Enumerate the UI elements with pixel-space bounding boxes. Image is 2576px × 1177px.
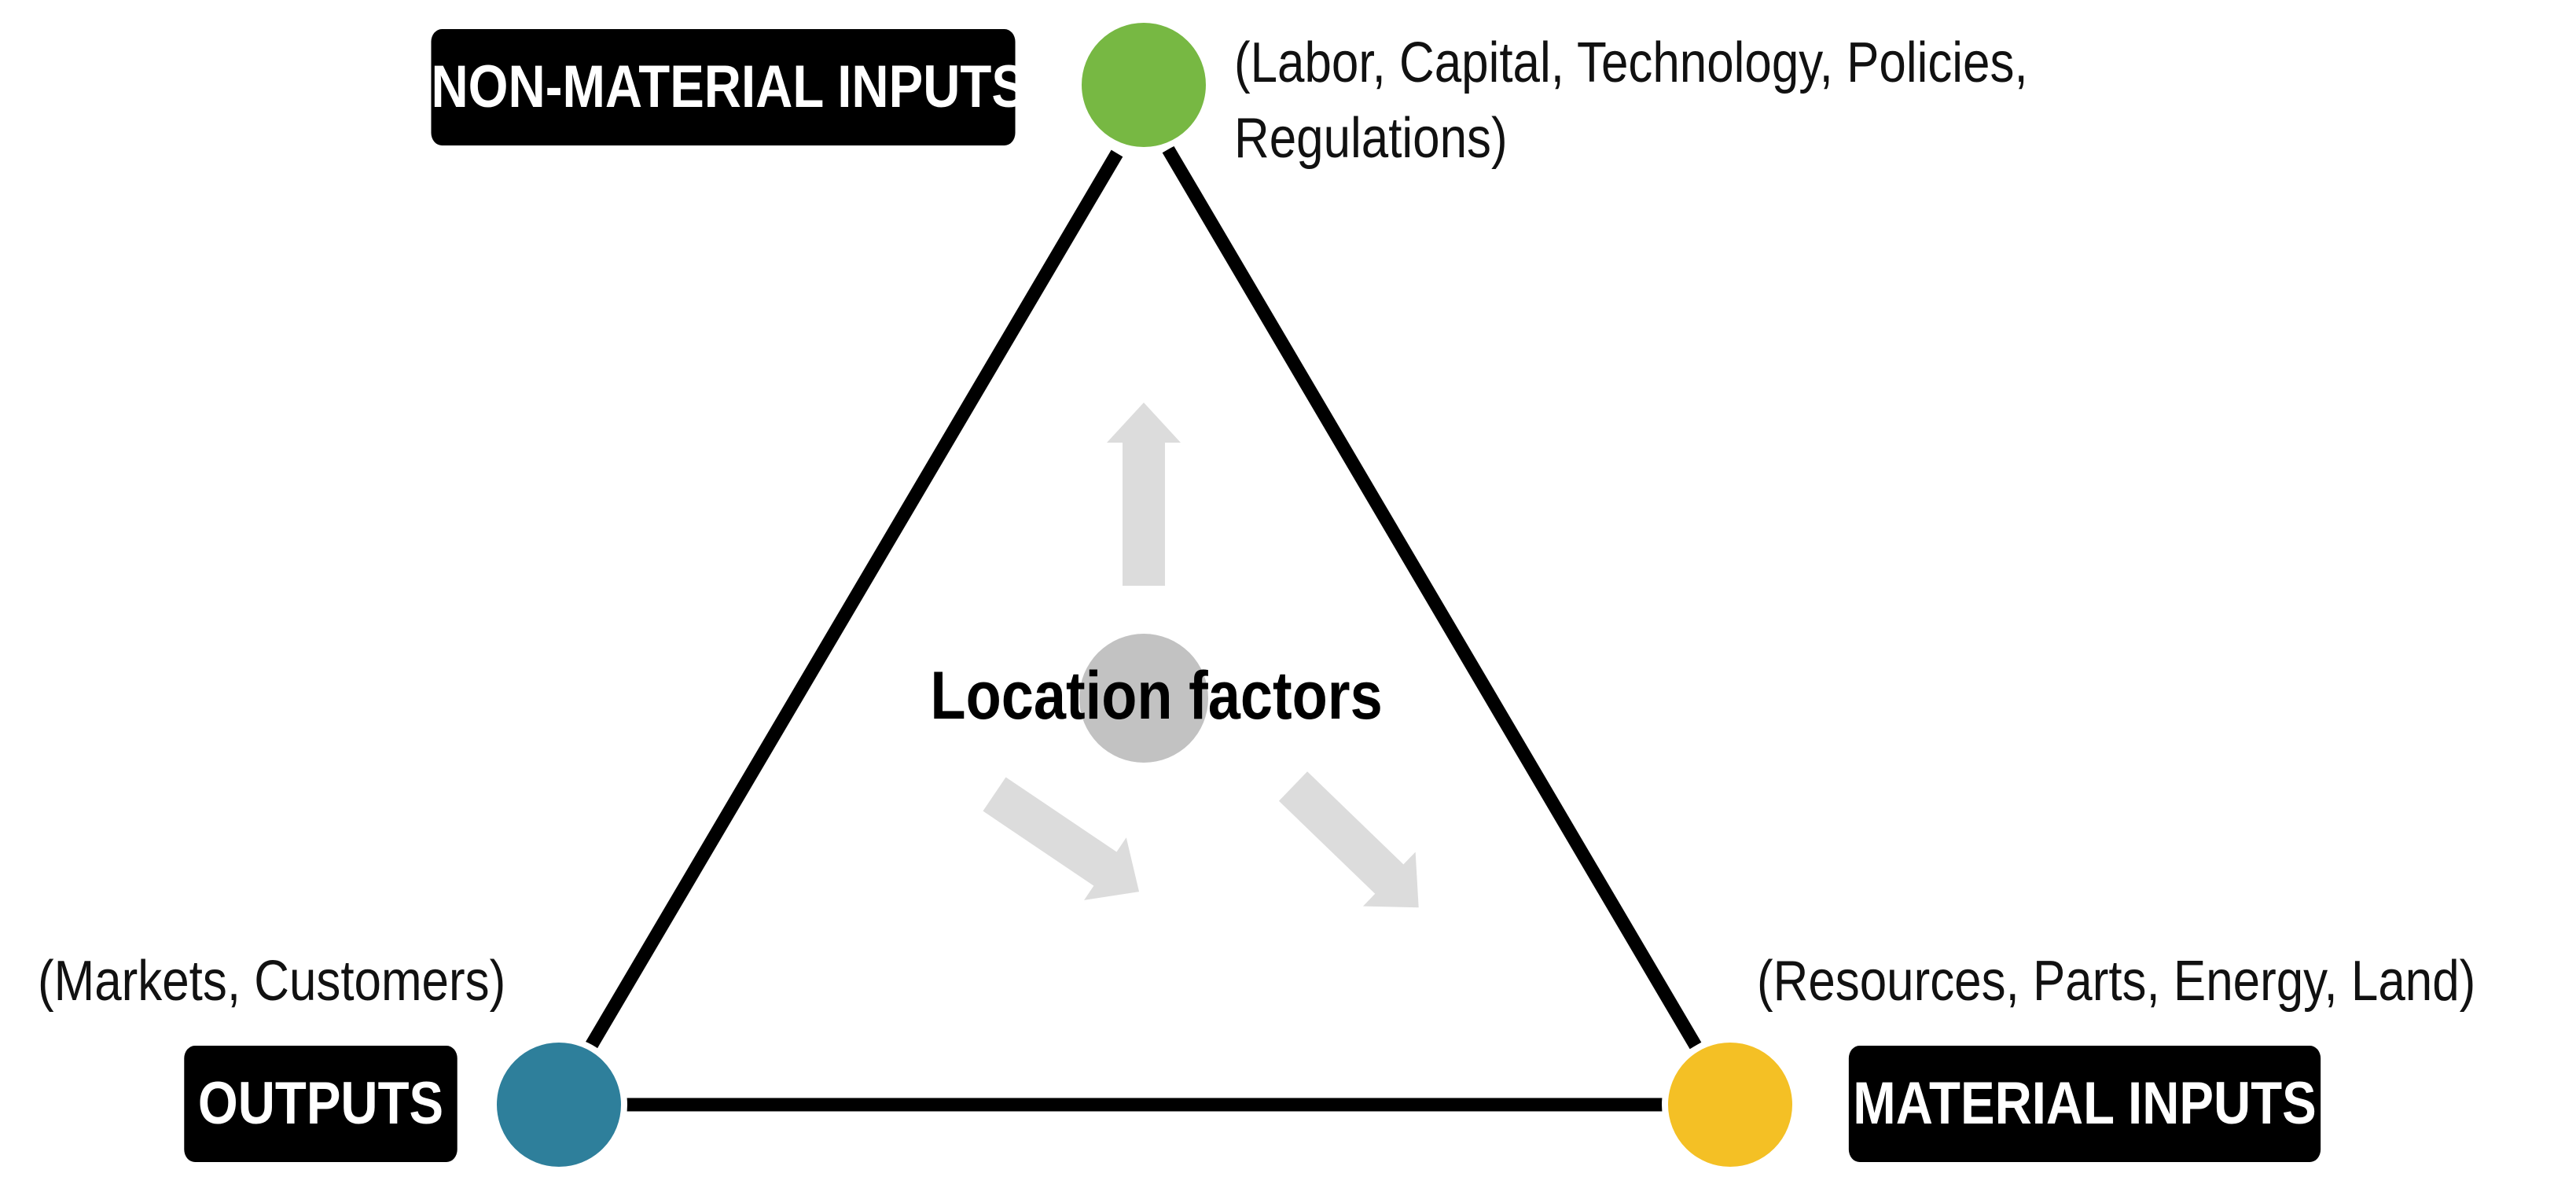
center-label: Location factors [930, 658, 1383, 734]
center-node [1079, 634, 1208, 763]
arrow-down-right [1278, 771, 1419, 908]
tag-non-material-inputs: NON-MATERIAL INPUTS [431, 29, 1026, 145]
note-outputs: (Markets, Customers) [38, 950, 506, 1013]
tag-material-inputs: MATERIAL INPUTS [1848, 1046, 2321, 1162]
note-material-inputs: (Resources, Parts, Energy, Land) [1757, 950, 2476, 1013]
arrow-up [1107, 403, 1181, 586]
node-left-circle [491, 1036, 627, 1173]
node-top-circle [1075, 17, 1212, 153]
note-non-material-line-1: (Labor, Capital, Technology, Policies, [1234, 31, 2028, 94]
note-non-material-line-2: Regulations) [1234, 107, 1508, 170]
tag-outputs: OUTPUTS [184, 1046, 458, 1162]
arrow-down-left [983, 777, 1140, 900]
edge-top-left [585, 149, 1123, 1050]
node-right-circle [1662, 1036, 1799, 1173]
edge-top-right [1162, 145, 1702, 1050]
